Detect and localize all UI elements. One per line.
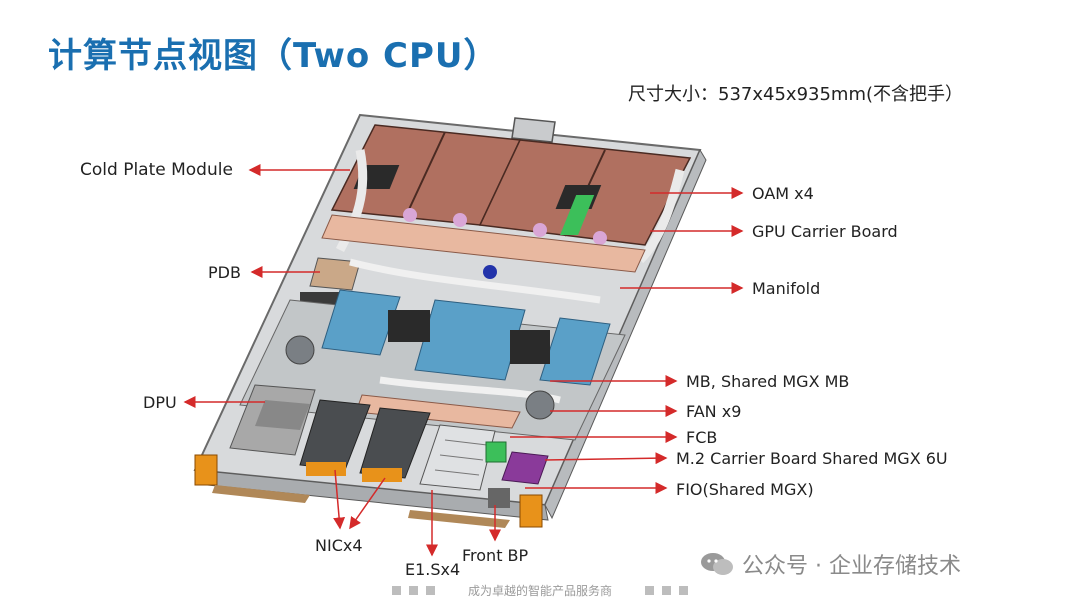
dimensions-text: 尺寸大小：537x45x935mm(不含把手） — [628, 84, 964, 105]
page-title: 计算节点视图（Two CPU） — [48, 36, 499, 76]
arrow-m2 — [544, 452, 668, 465]
footer: 成为卓越的智能产品服务商 — [0, 582, 1080, 599]
watermark-text: 公众号 · 企业存储技术 — [742, 554, 961, 579]
label-mb: MB, Shared MGX MB — [686, 372, 850, 391]
front-boards — [485, 441, 549, 508]
label-fcb: FCB — [686, 428, 718, 447]
leader-arrows — [183, 164, 744, 557]
manifold-bar — [321, 214, 646, 273]
nic-cards — [299, 399, 431, 482]
label-e1s: E1.Sx4 — [405, 560, 461, 579]
label-gpu-carrier: GPU Carrier Board — [752, 222, 898, 241]
label-fio: FIO(Shared MGX) — [676, 480, 814, 499]
arrow-nic-1 — [333, 469, 346, 530]
wechat-icon — [701, 553, 733, 575]
watermark: 公众号 · 企业存储技术 — [700, 548, 961, 580]
label-oam: OAM x4 — [752, 184, 814, 203]
label-nic: NICx4 — [315, 536, 363, 555]
label-manifold: Manifold — [752, 279, 821, 298]
footer-text: 成为卓越的智能产品服务商 — [467, 584, 612, 598]
arrow-nic-2 — [349, 477, 386, 530]
label-front-bp: Front BP — [462, 546, 529, 565]
label-m2: M.2 Carrier Board Shared MGX 6U — [676, 449, 948, 468]
cold-plate-module — [330, 124, 692, 264]
label-dpu: DPU — [143, 393, 177, 412]
label-fan: FAN x9 — [686, 402, 742, 421]
label-cold-plate: Cold Plate Module — [80, 160, 233, 180]
label-pdb: PDB — [208, 263, 241, 282]
e1s-bays — [419, 424, 496, 491]
fan-bar — [285, 335, 555, 429]
handles — [194, 454, 543, 528]
